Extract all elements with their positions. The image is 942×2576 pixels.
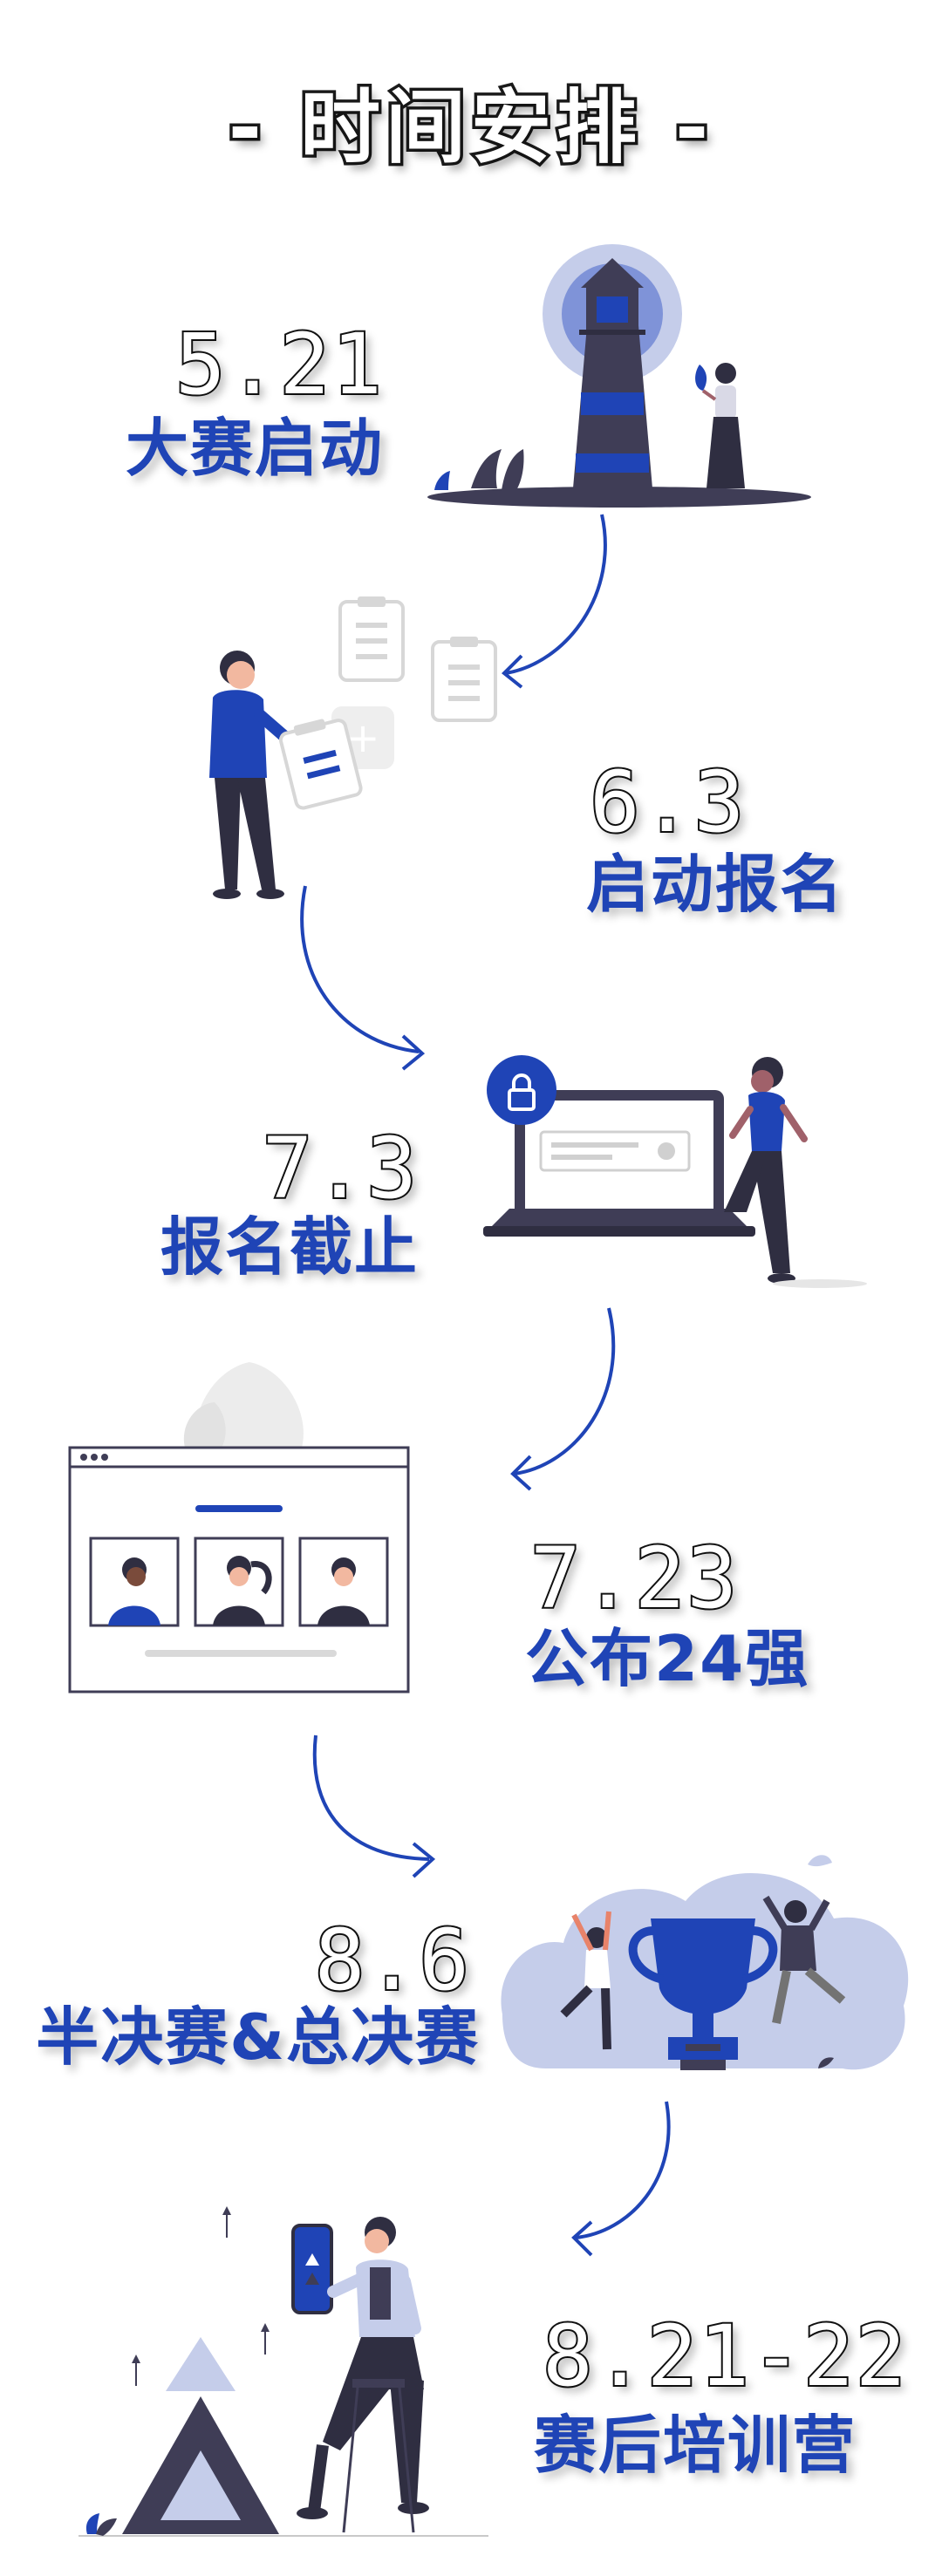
- page-title: - 时间安排 -: [225, 78, 714, 178]
- arrow-connector: [571, 2101, 671, 2257]
- man-with-phone-pyramid-illustration: [78, 2206, 488, 2537]
- milestone-date: 8.21-22: [541, 2307, 908, 2405]
- milestone-date: 7.3: [261, 1120, 419, 1217]
- milestone-label: 大赛启动: [125, 412, 384, 485]
- arrow-connector: [510, 1307, 616, 1491]
- arrow-connector: [502, 514, 607, 689]
- milestone-label: 公布24强: [525, 1622, 810, 1695]
- milestone-label: 启动报名: [586, 848, 845, 921]
- milestone-date: 8.6: [313, 1912, 471, 2009]
- browser-profiles-illustration: [68, 1362, 410, 1693]
- lighthouse-illustration: [427, 244, 811, 508]
- milestone-date: 6.3: [588, 753, 747, 851]
- milestone-label: 赛后培训营: [534, 2409, 857, 2482]
- man-with-clipboard-illustration: +: [209, 596, 497, 899]
- milestone-date: 7.23: [529, 1530, 740, 1627]
- woman-with-locked-laptop-illustration: [483, 1055, 867, 1288]
- milestone-date: 5.21: [174, 316, 384, 413]
- arrow-connector: [300, 885, 426, 1071]
- milestone-label: 半决赛&总决赛: [36, 2000, 480, 2074]
- milestone-label: 报名截止: [160, 1210, 419, 1284]
- arrow-connector: [312, 1734, 436, 1878]
- trophy-celebration-illustration: [501, 1855, 909, 2070]
